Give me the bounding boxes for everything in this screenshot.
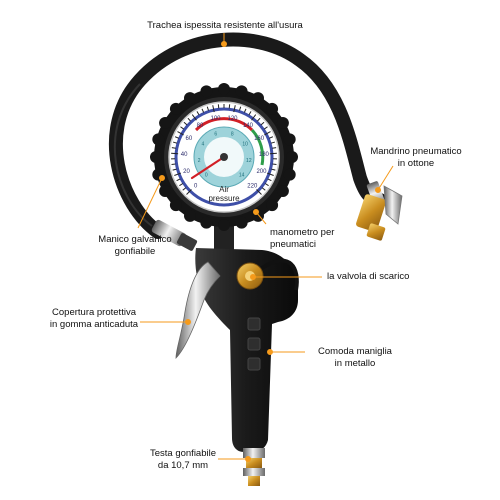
gauge-outer-tick-label: 100: [210, 116, 221, 122]
gauge-title-line1: Air: [219, 185, 229, 194]
label-gauge-line2: pneumatici: [270, 238, 316, 250]
hose: [108, 32, 387, 239]
label-guard-line2: in gomma anticaduta: [49, 318, 139, 330]
label-head-line1: Testa gonfiabile: [149, 448, 217, 459]
hose-coupling: [151, 219, 198, 251]
callout-dot-head: [245, 456, 251, 462]
gauge-inner-tick-label: 12: [246, 158, 252, 164]
label-head-line2: da 10,7 mm: [157, 459, 209, 471]
gauge-outer-tick-label: 200: [256, 169, 267, 175]
brass-chuck: [356, 181, 403, 241]
gauge-outer-tick-label: 180: [259, 152, 270, 158]
callout-dot-hose: [221, 41, 227, 47]
label-gauge-line1: manometro per: [270, 227, 335, 238]
gauge-inner-tick-label: 14: [239, 173, 245, 179]
label-chuck: Mandrino pneumatico in ottone: [356, 146, 476, 169]
label-handle-line1: Manico galvanico: [98, 234, 172, 245]
gauge-inner-tick-label: 0: [205, 173, 208, 179]
label-gauge: manometro per pneumatici: [270, 227, 334, 250]
label-handle: Manico galvanico gonfiabile: [70, 234, 200, 257]
label-grip-line1: Comoda maniglia: [318, 346, 392, 357]
callout-dot-chuck: [375, 187, 381, 193]
label-guard-line1: Copertura protettiva: [52, 307, 136, 318]
gauge-inner-tick-label: 2: [198, 158, 201, 164]
label-chuck-line1: Mandrino pneumatico: [370, 146, 462, 157]
callout-dot-handle: [159, 175, 165, 181]
gauge-inner-tick-label: 10: [242, 142, 248, 148]
gauge-title-line2: pressure: [208, 194, 240, 203]
label-chuck-line2: in ottone: [397, 157, 435, 169]
label-handle-line2: gonfiabile: [114, 245, 156, 257]
pressure-gauge: 0 20 40 60 80 100 120 140 160 180 200 220 0 2 4 6 8 10 12 1…: [150, 83, 298, 231]
gauge-outer-tick-label: 60: [186, 136, 193, 142]
label-valve: la valvola di scarico: [327, 271, 410, 282]
callout-dot-grip: [267, 349, 273, 355]
label-guard: Copertura protettiva in gomma anticaduta: [34, 307, 154, 330]
label-grip-line2: in metallo: [334, 357, 376, 369]
gauge-inner-tick-label: 6: [214, 131, 217, 137]
gauge-outer-tick-label: 220: [247, 183, 258, 189]
inflator-gun-body: [195, 248, 299, 452]
gauge-outer-tick-label: 40: [181, 152, 188, 158]
label-hose: Trachea ispessita resistente all'usura: [147, 20, 303, 31]
gauge-inner-tick-label: 4: [201, 142, 204, 148]
callout-dot-guard: [185, 319, 191, 325]
gauge-outer-tick-label: 160: [254, 136, 265, 142]
label-head: Testa gonfiabile da 10,7 mm: [128, 448, 238, 471]
gauge-outer-tick-label: 0: [194, 183, 198, 189]
gauge-inner-tick-label: 8: [231, 131, 234, 137]
inflation-head: [243, 448, 265, 486]
label-grip: Comoda maniglia in metallo: [300, 346, 410, 369]
trigger-lever: [175, 261, 221, 359]
gauge-outer-tick-label: 80: [197, 123, 204, 129]
gauge-outer-tick-label: 140: [243, 123, 254, 129]
gauge-outer-tick-label: 120: [227, 116, 238, 122]
callout-dot-gauge: [253, 209, 259, 215]
callout-dot-valve: [250, 274, 256, 280]
gauge-outer-tick-label: 20: [183, 169, 190, 175]
